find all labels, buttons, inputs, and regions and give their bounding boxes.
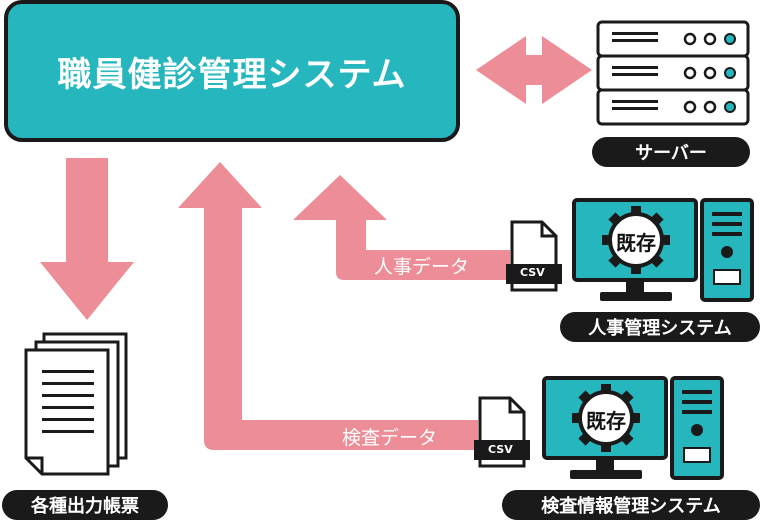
exam-csv-file-icon [474,396,530,468]
main-system-title: 職員健診管理システム [57,54,407,95]
hr-data-flow-label: 人事データ [374,256,470,278]
exam-existing-badge: 既存 [586,409,626,433]
exam-data-flow-label: 検査データ [342,427,438,449]
report-output-arrow [40,158,134,320]
gear-icon [572,384,640,452]
exam-data-arrow [178,162,478,450]
hr-csv-label: CSV [520,266,545,279]
gear-icon [602,206,670,274]
hr-system-label: 人事管理システム [560,312,760,342]
hr-existing-badge: 既存 [616,231,656,255]
report-documents-icon [24,332,128,476]
server-icon [596,20,750,126]
server-sync-arrow [476,36,592,104]
hr-computer-icon [572,198,754,302]
hr-data-arrow [293,175,510,280]
server-label: サーバー [592,137,750,167]
hr-csv-file-icon [506,220,562,292]
main-system-box [4,0,460,142]
output-reports-label: 各種出力帳票 [2,490,168,520]
exam-computer-icon [542,376,724,480]
exam-csv-label: CSV [488,443,513,456]
exam-system-label: 検査情報管理システム [502,490,760,520]
